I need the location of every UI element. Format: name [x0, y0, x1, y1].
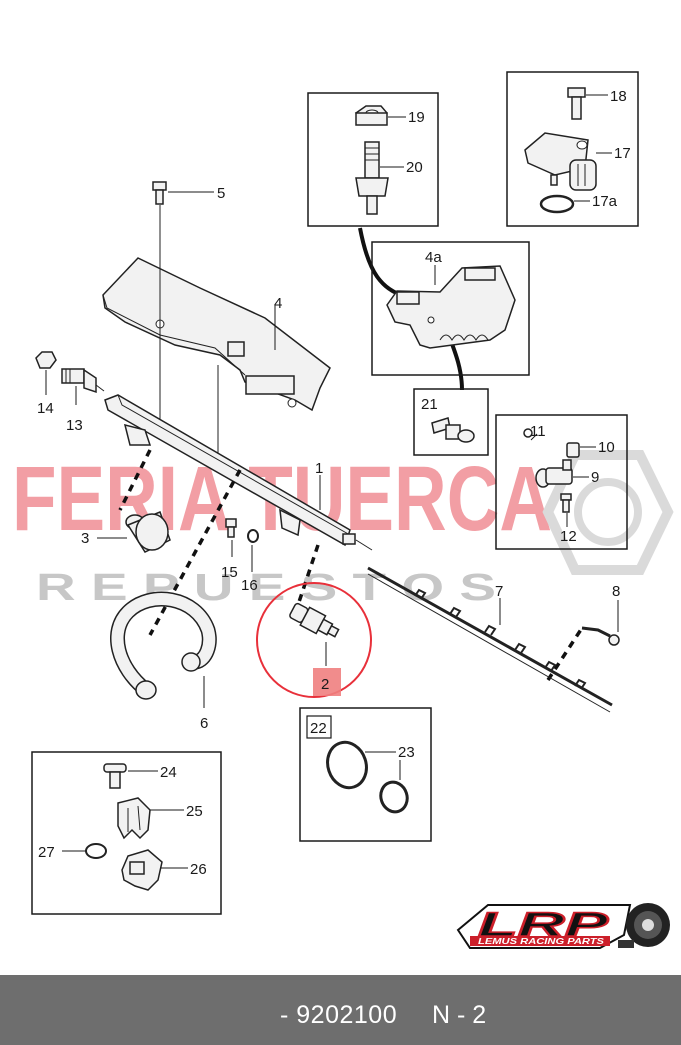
- label-17: 17: [614, 145, 631, 162]
- clip-icon: [117, 797, 151, 840]
- o-ring-icon: [539, 194, 575, 214]
- label-14: 14: [37, 400, 54, 417]
- label-26: 26: [190, 861, 207, 878]
- box-parts-19-20: 19 20: [307, 92, 439, 227]
- o-ring-icon: [85, 843, 107, 859]
- logo-tagline: LEMUS RACING PARTS: [478, 937, 605, 946]
- label-20: 20: [406, 159, 423, 176]
- label-27: 27: [38, 844, 55, 861]
- box-part-21: 21: [413, 388, 489, 456]
- bolt-part-5: [152, 181, 167, 205]
- label-22: 22: [310, 720, 327, 737]
- highlight-tag: [313, 668, 341, 696]
- watermark-subtitle: R E P U E S T O S: [36, 567, 496, 609]
- dashed-connector: [546, 627, 584, 681]
- bolt-part-15: [225, 518, 237, 538]
- bolt-icon: [431, 417, 475, 443]
- fuel-injector-part-2: 2: [256, 582, 372, 698]
- box-parts-9-12: 11 10 9 12: [495, 414, 628, 550]
- label-4a: 4a: [425, 249, 442, 266]
- page-code: N - 2: [432, 1001, 487, 1029]
- wiring-harness-part-7: [367, 566, 613, 713]
- washer-icon: [523, 428, 533, 438]
- footer-bar: - 9202100 N - 2: [0, 975, 681, 1045]
- connector-part-8: [581, 626, 620, 646]
- label-4: 4: [274, 295, 282, 312]
- label-10: 10: [598, 439, 615, 456]
- fitting-part-13: [61, 368, 105, 394]
- nut-part-14: [35, 351, 57, 369]
- stud-icon: [355, 141, 389, 215]
- label-2: 2: [321, 676, 329, 693]
- dashed-connector: [148, 469, 242, 636]
- label-12: 12: [560, 528, 577, 545]
- exploded-parts-diagram: FERIA TUERCA R E P U E S T O S 19 20: [12, 71, 674, 949]
- connector-clip-icon: [121, 849, 163, 891]
- watermark-nut-icon: [542, 450, 674, 575]
- label-6: 6: [200, 715, 208, 732]
- highlight-circle: [256, 582, 372, 698]
- screw-icon: [560, 493, 572, 513]
- lrp-logo: LRP LEMUS RACING PARTS: [456, 903, 670, 949]
- label-24: 24: [160, 764, 177, 781]
- dashed-connector: [118, 449, 152, 511]
- engine-cover-part-4: [102, 257, 331, 412]
- o-ring-icon: [326, 740, 368, 790]
- box-part-4a: 4a: [371, 241, 530, 376]
- valve-cap-icon: [566, 442, 580, 458]
- label-11: 11: [530, 423, 546, 440]
- connector-line: [358, 227, 413, 300]
- label-5: 5: [217, 185, 225, 202]
- engine-cover-detail-icon: [386, 265, 516, 349]
- label-21: 21: [421, 396, 438, 413]
- pressure-regulator-part-3: [125, 511, 171, 553]
- label-13: 13: [66, 417, 83, 434]
- label-7: 7: [495, 583, 503, 600]
- label-16: 16: [241, 577, 258, 594]
- box-parts-24-27: 24 25 27 26: [31, 751, 222, 915]
- label-18: 18: [610, 88, 627, 105]
- fuel-hose-part-6: [110, 591, 217, 700]
- box-parts-17-18: 18 17 17a: [506, 71, 639, 227]
- label-25: 25: [186, 803, 203, 820]
- watermark: FERIA TUERCA R E P U E S T O S: [12, 448, 674, 609]
- box-parts-22-23: 22 23: [299, 707, 432, 842]
- pressure-sensor-icon: [524, 132, 597, 191]
- fuel-pressure-valve-icon: [535, 459, 573, 488]
- part-number: - 9202100: [280, 1001, 398, 1029]
- label-8: 8: [612, 583, 620, 600]
- o-ring-icon: [379, 780, 409, 814]
- nut-icon: [354, 105, 388, 126]
- label-15: 15: [221, 564, 238, 581]
- label-1: 1: [315, 460, 323, 477]
- turbo-icon: [618, 903, 670, 948]
- label-23: 23: [398, 744, 415, 761]
- bolt-icon: [567, 87, 586, 120]
- dashed-connector: [296, 544, 320, 606]
- washer-part-16: [247, 529, 259, 543]
- label-19: 19: [408, 109, 425, 126]
- label-17a: 17a: [592, 193, 618, 210]
- label-3: 3: [81, 530, 89, 547]
- pin-icon: [103, 763, 127, 789]
- label-9: 9: [591, 469, 599, 486]
- fuel-rail-part-1: [104, 394, 373, 551]
